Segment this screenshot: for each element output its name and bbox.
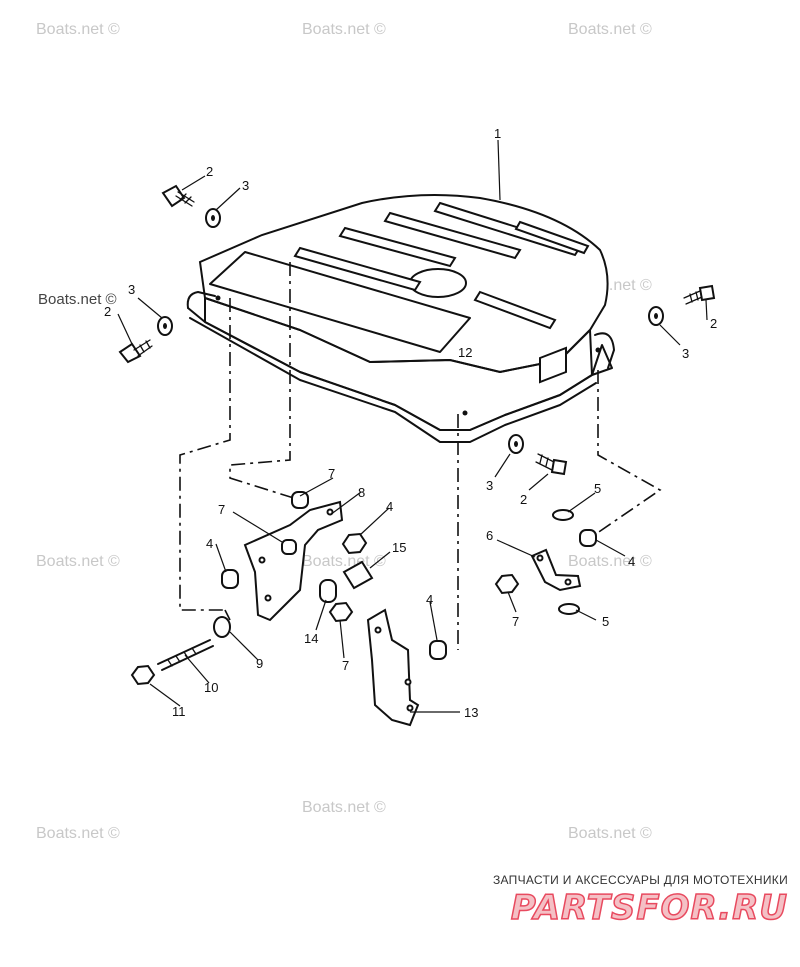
callout-9: 9	[256, 656, 263, 671]
callout-11: 11	[172, 704, 186, 719]
callout-labels: 1 2 3 3 2 2 3 12 3 2 5 6 4 5 7 7 7 8 4 4…	[104, 126, 717, 720]
watermark-text: Boats.net ©	[38, 291, 117, 308]
callout-4: 4	[206, 536, 213, 551]
watermark-text: Boats.net ©	[568, 21, 652, 38]
callout-12: 12	[458, 345, 472, 360]
bracket-part	[366, 608, 420, 727]
callout-4: 4	[426, 592, 433, 607]
cover-part	[186, 193, 615, 443]
small-washer-part	[213, 509, 580, 638]
callout-10: 10	[204, 680, 218, 695]
callout-5: 5	[594, 481, 601, 496]
bracket-part	[530, 548, 582, 592]
callout-4: 4	[386, 499, 393, 514]
cover-right-tab	[594, 332, 615, 369]
callout-3: 3	[486, 478, 493, 493]
spacer-part	[221, 491, 597, 660]
footer-caption: ЗАПЧАСТИ И АКСЕССУАРЫ ДЛЯ МОТОТЕХНИКИ	[492, 873, 788, 887]
callout-13: 13	[464, 705, 478, 720]
callout-14: 14	[304, 631, 318, 646]
cover-flange-lower	[189, 317, 597, 443]
cover-left-tab	[186, 291, 216, 309]
callout-2: 2	[206, 164, 213, 179]
callout-7: 7	[512, 614, 519, 629]
watermark-text: Boats.net ©	[302, 799, 386, 816]
watermark-text: Boats.net ©	[302, 21, 386, 38]
watermark-group: Boats.net © Boats.net © Boats.net © Boat…	[36, 21, 652, 842]
cover-vent	[539, 346, 567, 384]
callout-3: 3	[242, 178, 249, 193]
bracket-part	[243, 500, 344, 622]
cover-slot	[473, 290, 557, 330]
callout-7: 7	[218, 502, 225, 517]
footer-logo[interactable]: PARTSFOR.RU	[510, 887, 788, 929]
cover-hole	[462, 410, 468, 416]
callout-15: 15	[392, 540, 406, 555]
leader-lines	[117, 139, 708, 713]
cover-hole	[595, 347, 601, 353]
bushing-part	[319, 560, 374, 603]
watermark-text: Boats.net ©	[36, 825, 120, 842]
watermark-text: Boats.net ©	[302, 553, 386, 570]
callout-3: 3	[128, 282, 135, 297]
callout-7: 7	[342, 658, 349, 673]
callout-2: 2	[520, 492, 527, 507]
bolt-part	[118, 184, 716, 476]
cover-decal	[209, 251, 471, 353]
callout-7: 7	[328, 466, 335, 481]
cover-slot	[293, 246, 422, 292]
callout-1: 1	[494, 126, 501, 141]
cover-slot	[383, 211, 522, 260]
watermark-text: Boats.net ©	[36, 21, 120, 38]
callout-3: 3	[682, 346, 689, 361]
nut-part	[130, 532, 520, 686]
callout-8: 8	[358, 485, 365, 500]
watermark-text: Boats.net ©	[36, 553, 120, 570]
cover-slot	[338, 226, 457, 268]
cover-flange	[187, 307, 613, 431]
cover-hole	[215, 295, 221, 301]
callout-4: 4	[628, 554, 635, 569]
callout-2: 2	[710, 316, 717, 331]
watermark-text: Boats.net ©	[568, 553, 652, 570]
cover-slot	[514, 220, 590, 255]
washer-part	[157, 208, 664, 454]
assembly-lines	[179, 262, 662, 650]
watermark-text: Boats.net ©	[568, 825, 652, 842]
callout-5: 5	[602, 614, 609, 629]
callout-2: 2	[104, 304, 111, 319]
callout-6: 6	[486, 528, 493, 543]
